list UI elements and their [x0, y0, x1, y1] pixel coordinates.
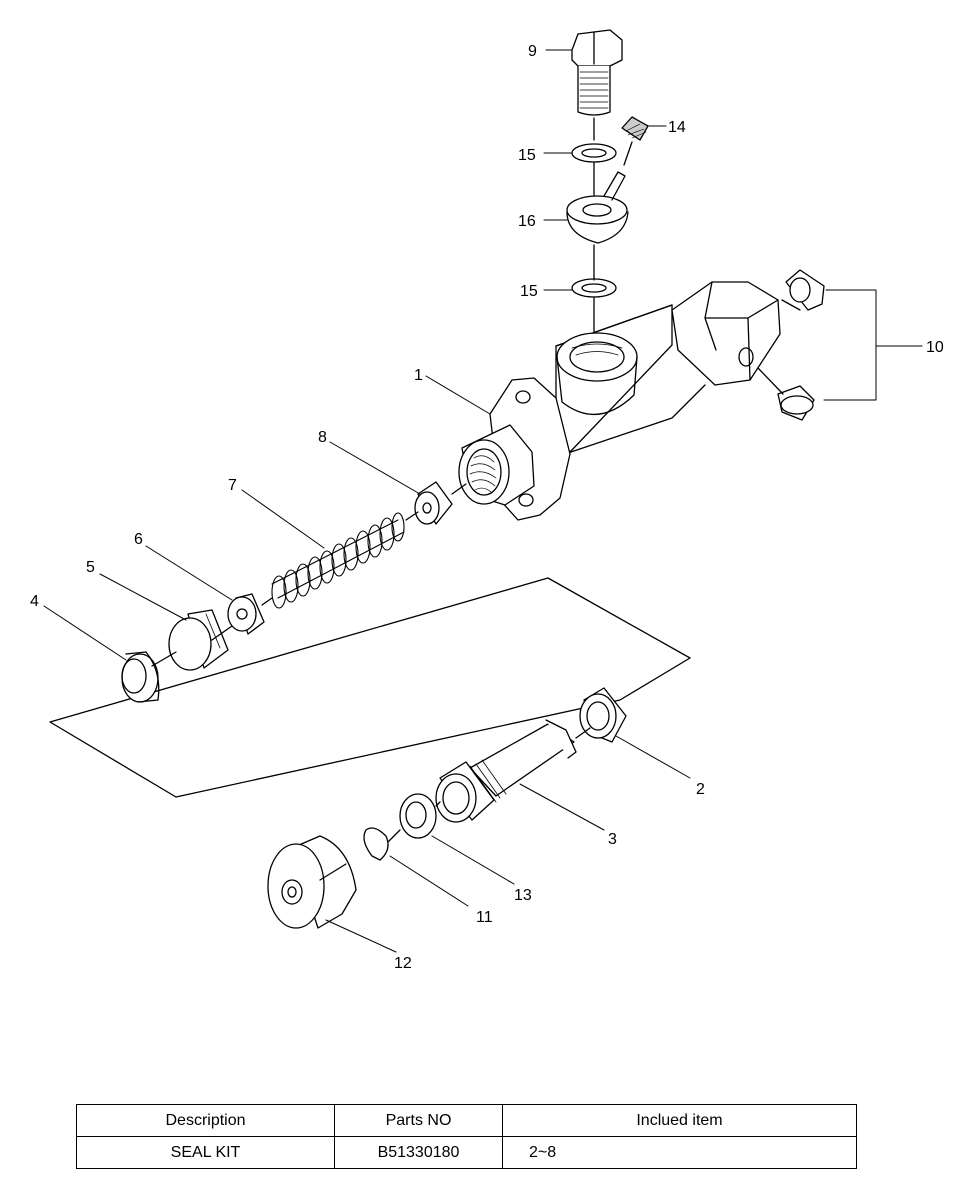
dust-cap — [621, 116, 649, 166]
callout-12: 12 — [394, 955, 412, 972]
spring — [271, 512, 405, 609]
callout-6: 6 — [134, 531, 143, 548]
callout-15-lower: 15 — [520, 283, 538, 300]
piston — [435, 719, 577, 823]
callout-5: 5 — [86, 559, 95, 576]
master-cylinder-body — [458, 281, 781, 521]
callout-9: 9 — [528, 43, 537, 60]
cell-description: SEAL KIT — [76, 1136, 335, 1169]
callout-16: 16 — [518, 213, 536, 230]
dust-boot — [267, 835, 357, 929]
callout-8: 8 — [318, 429, 327, 446]
header-parts-no: Parts NO — [334, 1104, 503, 1137]
spring-seat — [227, 593, 265, 635]
callout-1: 1 — [414, 367, 423, 384]
callout-13: 13 — [514, 887, 532, 904]
valve-seat — [414, 481, 453, 525]
washer-upper — [571, 143, 617, 163]
header-description: Description — [76, 1104, 335, 1137]
primary-cup — [168, 609, 229, 671]
banjo-fitting — [566, 171, 629, 244]
leader-lines — [43, 49, 923, 953]
callout-11: 11 — [476, 909, 493, 926]
cell-included-item: 2~8 — [502, 1136, 857, 1169]
callout-15-upper: 15 — [518, 147, 536, 164]
bolt — [571, 29, 623, 141]
callout-2: 2 — [696, 781, 705, 798]
stop-washer — [399, 793, 437, 839]
retainer-ring — [121, 651, 160, 703]
callout-10: 10 — [926, 339, 944, 356]
callout-14: 14 — [668, 119, 686, 136]
parts-table: Description Parts NO Inclued item SEAL K… — [76, 1104, 857, 1169]
snap-ring — [363, 827, 389, 861]
callout-7: 7 — [228, 477, 237, 494]
plug-upper — [781, 269, 825, 311]
table-row: SEAL KIT B51330180 2~8 — [76, 1136, 857, 1169]
cell-parts-no: B51330180 — [334, 1136, 503, 1169]
secondary-cup — [579, 687, 627, 743]
plug-lower — [757, 367, 815, 421]
table-header-row: Description Parts NO Inclued item — [76, 1104, 857, 1137]
washer-lower — [571, 278, 617, 298]
callout-3: 3 — [608, 831, 617, 848]
header-included-item: Inclued item — [502, 1104, 857, 1137]
exploded-parts-diagram: 9 14 15 16 15 10 1 8 7 6 5 4 2 3 13 11 1… — [30, 29, 944, 972]
seal-kit-group-outline — [49, 577, 691, 798]
callout-4: 4 — [30, 593, 39, 610]
